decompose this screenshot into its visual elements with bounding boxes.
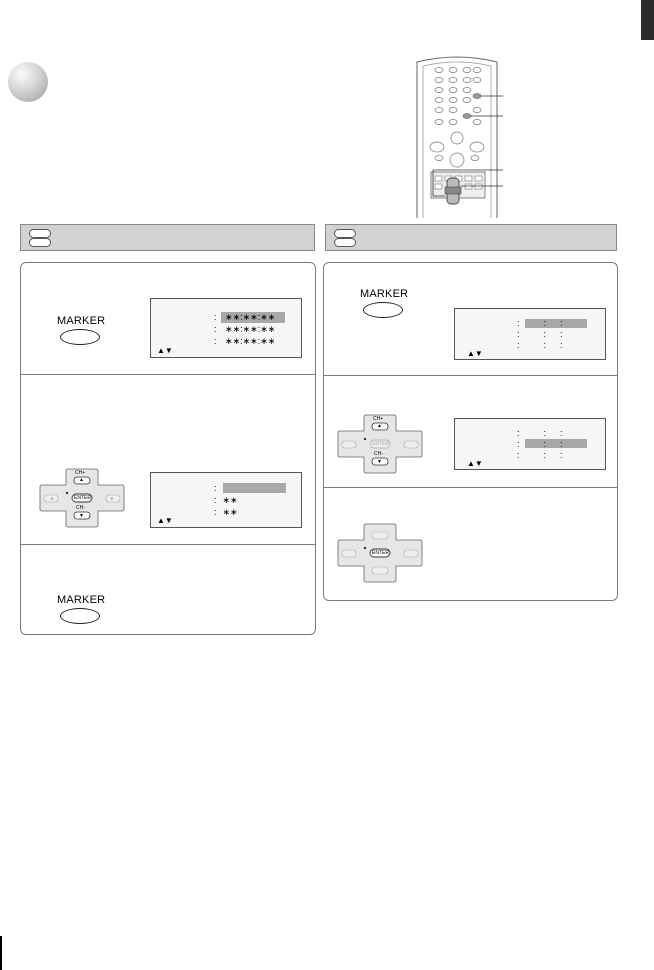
up-arrow-icon[interactable]: ▲ — [377, 423, 382, 429]
left-arrow-icon[interactable]: ◄ — [49, 496, 54, 502]
up-down-arrows: ▲▼ — [157, 516, 173, 525]
disc-type-pill-bottom — [334, 238, 356, 247]
dpad-navigation[interactable] — [38, 467, 126, 529]
screen-row-2: :∗∗ — [214, 495, 238, 505]
ch-plus-label: CH+ — [75, 470, 86, 476]
down-arrow-icon[interactable]: ▼ — [79, 513, 84, 519]
marker-screen-right-1: ::: ::: ::: ▲▼ — [454, 308, 606, 360]
ch-minus-label: CH- — [374, 451, 383, 457]
screen-row-2: ::: — [517, 439, 563, 449]
ch-plus-label: CH+ — [373, 416, 384, 422]
screen-row-3: ::: — [517, 450, 563, 460]
up-down-arrows: ▲▼ — [157, 346, 173, 355]
marker-button-label: MARKER — [360, 288, 409, 300]
highlight-row — [221, 312, 285, 323]
screen-row-3: ::: — [517, 340, 563, 350]
ch-minus-label: CH- — [76, 505, 85, 511]
marker-button-label: MARKER — [57, 594, 106, 606]
page-edge-mark — [0, 936, 2, 970]
enter-button-label[interactable]: ENTER — [372, 550, 389, 556]
marker-button[interactable] — [60, 329, 100, 345]
screen-row-2: : ∗∗:∗∗:∗∗ — [214, 324, 276, 334]
screen-row-3: : ∗∗:∗∗:∗∗ — [214, 336, 276, 346]
down-arrow-icon[interactable]: ▼ — [377, 459, 382, 465]
marker-button-label: MARKER — [57, 315, 106, 327]
screen-row-1: : ∗∗:∗∗:∗∗ — [214, 312, 276, 322]
right-arrow-icon[interactable]: ► — [110, 496, 115, 502]
dpad-navigation[interactable] — [336, 413, 424, 475]
marker-button[interactable] — [60, 608, 100, 624]
marker-button[interactable] — [363, 302, 403, 318]
screen-row-1: ::: — [517, 428, 563, 438]
section-bullet-sphere — [8, 62, 48, 102]
right-step-divider-1 — [323, 375, 618, 376]
left-section-header — [20, 224, 315, 251]
marker-screen-step1: : ∗∗:∗∗:∗∗ : ∗∗:∗∗:∗∗ : ∗∗:∗∗:∗∗ ▲▼ — [150, 298, 302, 358]
enter-button-label[interactable]: ENTER — [74, 495, 91, 501]
up-down-arrows: ▲▼ — [467, 349, 483, 358]
page-corner-tab — [641, 0, 654, 40]
screen-row-1: ::: — [517, 318, 563, 328]
dpad-navigation[interactable] — [336, 522, 424, 584]
up-down-arrows: ▲▼ — [467, 459, 483, 468]
up-arrow-icon[interactable]: ▲ — [79, 477, 84, 483]
disc-type-pill-bottom — [29, 238, 51, 247]
screen-row-3: :∗∗ — [214, 507, 238, 517]
left-step-divider-2 — [20, 544, 316, 545]
screen-row-1: : — [214, 483, 217, 493]
right-step-divider-2 — [323, 487, 618, 488]
remote-control-illustration — [416, 56, 503, 218]
highlight-row — [223, 483, 286, 493]
marker-screen-step2: : :∗∗ :∗∗ ▲▼ — [150, 472, 302, 528]
screen-row-2: ::: — [517, 329, 563, 339]
left-step-divider-1 — [20, 374, 316, 375]
highlight-row — [525, 319, 587, 328]
marker-screen-right-2: ::: ::: ::: ▲▼ — [454, 418, 606, 470]
highlight-row — [525, 439, 587, 448]
disc-type-pill-top — [29, 229, 51, 238]
right-section-header — [325, 224, 617, 251]
disc-type-pill-top — [334, 229, 356, 238]
enter-button-label[interactable]: ENTER — [372, 441, 389, 447]
